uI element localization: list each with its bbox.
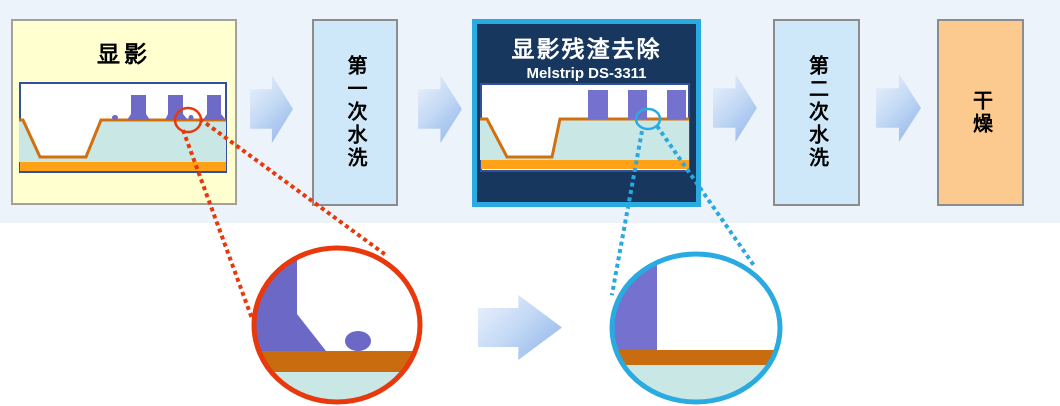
step-label-second-rinse: 第二次水洗	[805, 55, 828, 170]
photoresist-pillar	[588, 90, 608, 119]
residue-speck	[188, 115, 194, 120]
red-magnifier-ring	[251, 245, 423, 405]
blue-magnifier-ring	[609, 251, 783, 405]
surface-outline	[19, 118, 226, 159]
magnified-view-residue	[251, 245, 423, 405]
step-label-develop: 显影	[97, 41, 151, 67]
photoresist-pillar	[165, 95, 188, 120]
base-orange-layer	[20, 162, 226, 171]
photoresist-pillar	[203, 95, 226, 120]
substrate-teal-layer	[19, 120, 226, 162]
clean-highlight-circle	[634, 107, 662, 131]
surface-outline	[480, 117, 689, 159]
base-orange-layer	[481, 160, 689, 169]
photoresist-pillar	[127, 95, 150, 120]
step-box-first-rinse: 第一次水洗	[312, 19, 398, 206]
step-label-dry: 干燥	[969, 89, 992, 136]
photoresist-pillar	[667, 90, 686, 119]
magnified-view-clean	[609, 251, 783, 405]
step-box-dry: 干燥	[937, 19, 1024, 206]
surface-layer	[254, 351, 420, 372]
product-name-label: Melstrip DS-3311	[526, 65, 647, 82]
residue-droplet	[345, 331, 371, 351]
photoresist-pillar	[628, 90, 647, 119]
step-box-second-rinse: 第二次水洗	[773, 19, 860, 206]
surface-layer	[612, 350, 780, 365]
compare-arrow-icon	[478, 295, 562, 360]
step-label-first-rinse: 第一次水洗	[344, 55, 366, 170]
residue-speck	[112, 115, 118, 120]
step-label-residue-removal: 显影残渣去除	[511, 36, 662, 62]
